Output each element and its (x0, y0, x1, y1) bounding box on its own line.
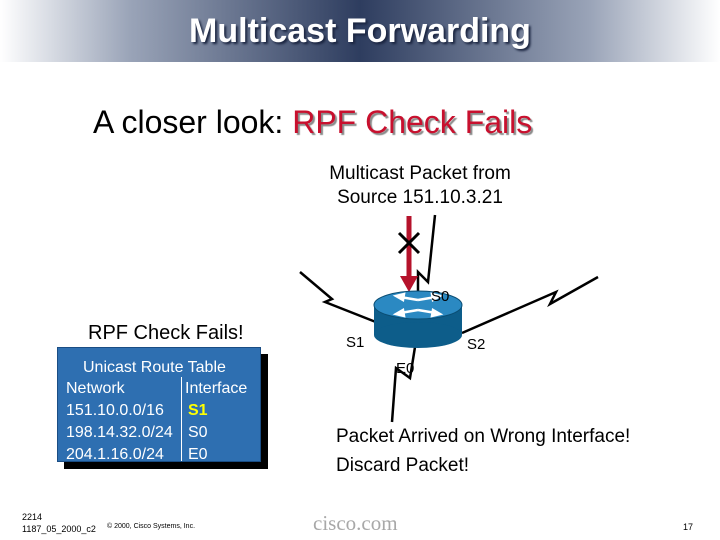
result-line-2: Discard Packet! (336, 455, 470, 476)
link-s2 (461, 275, 599, 335)
route-table-cell-network: 151.10.0.0/16 (66, 402, 164, 419)
x-mark-icon (397, 231, 421, 255)
source-line-1: Multicast Packet from (329, 163, 511, 184)
route-table-cell-interface: E0 (188, 446, 208, 463)
route-table-header-interface: Interface (185, 380, 248, 397)
source-line-2: Source 151.10.3.21 (337, 187, 503, 208)
route-table-divider (181, 377, 182, 461)
footer-code-line-1: 2214 (22, 512, 43, 522)
subtitle-prefix: A closer look: (93, 104, 293, 140)
interface-label-s0: S0 (431, 288, 450, 305)
source-label: Multicast Packet from Source 151.10.3.21 (300, 162, 540, 210)
interface-label-s1: S1 (346, 334, 365, 351)
footer-code-line-2: 1187_05_2000_c2 (22, 524, 96, 534)
title-bar (0, 0, 720, 62)
brand-logo-text: cisco.com (313, 511, 398, 535)
link-s0 (416, 214, 437, 298)
slide-subtitle: A closer look: RPF Check Fails (93, 104, 532, 141)
rpf-status-label: RPF Check Fails! (88, 322, 244, 344)
route-table-cell-interface: S0 (188, 424, 208, 441)
route-table-caption: Unicast Route Table (83, 359, 226, 376)
link-e0 (390, 346, 417, 423)
slide-title: Multicast Forwarding (189, 12, 531, 50)
footer-copyright: © 2000, Cisco Systems, Inc. (107, 523, 196, 530)
page-number: 17 (683, 522, 694, 532)
result-line-1: Packet Arrived on Wrong Interface! (336, 426, 631, 447)
route-table-cell-network: 198.14.32.0/24 (66, 424, 173, 441)
route-table: Unicast Route Table Network Interface 15… (57, 347, 261, 463)
router-icon (373, 290, 463, 348)
link-s1 (299, 271, 387, 328)
result-message: Packet Arrived on Wrong Interface! Disca… (336, 422, 630, 480)
packet-arrow (400, 216, 418, 292)
interface-label-e0: E0 (396, 360, 415, 377)
subtitle-highlight: RPF Check Fails (292, 104, 533, 140)
interface-label-s2: S2 (467, 336, 486, 353)
route-table-cell-network: 204.1.16.0/24 (66, 446, 164, 463)
footer-code: 2214 1187_05_2000_c2 (22, 511, 96, 535)
route-table-header-network: Network (66, 380, 125, 397)
route-table-cell-interface: S1 (188, 402, 208, 419)
